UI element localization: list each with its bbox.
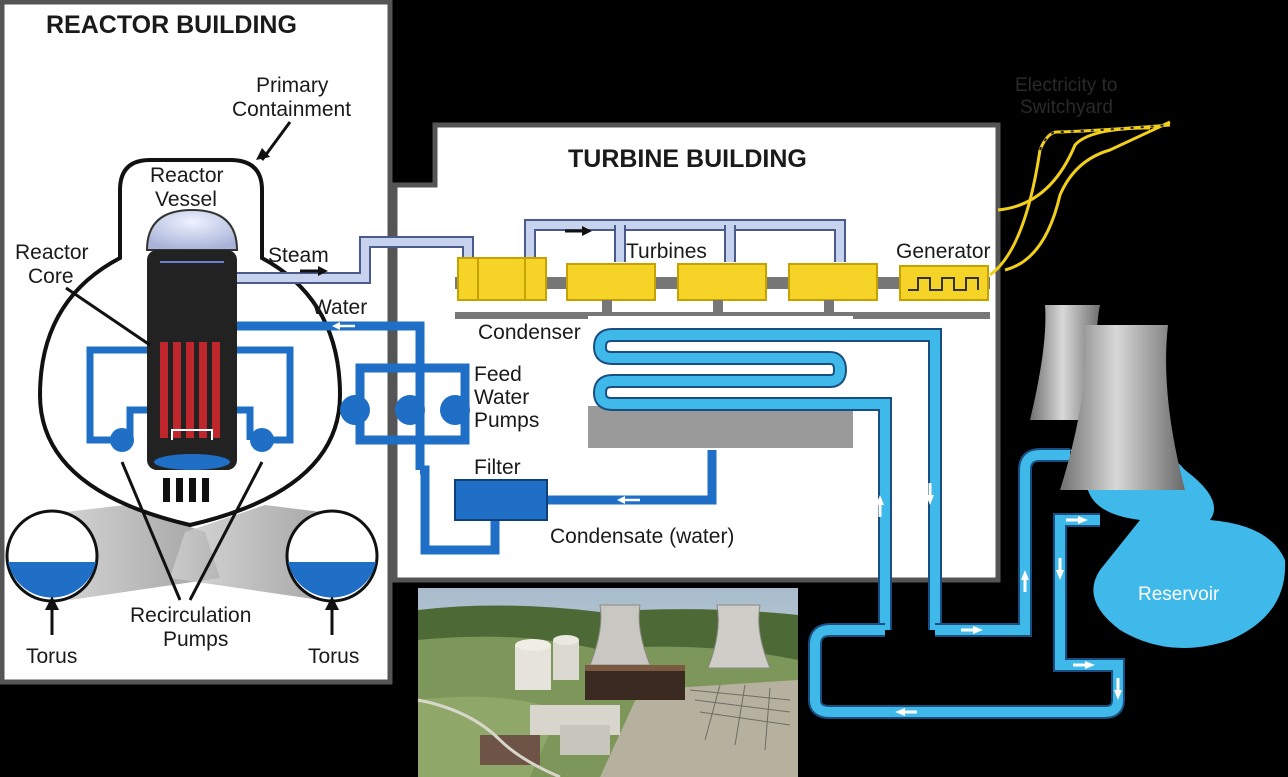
feed-water-pumps-label-2: Water (474, 386, 529, 409)
primary-containment-label-2: Containment (232, 98, 351, 121)
electricity-label-1: Electricity to (1015, 75, 1117, 96)
primary-containment-label-1: Primary (256, 74, 329, 97)
lp-turbine-1 (566, 263, 656, 301)
feed-water-pumps-label-1: Feed (474, 363, 522, 386)
torus-right-label: Torus (308, 645, 359, 668)
recirculation-pump-left (110, 428, 134, 452)
transmission-wires (989, 120, 1171, 277)
electricity-label-2: Switchyard (1020, 97, 1113, 118)
filter-label: Filter (474, 456, 521, 479)
torus-right (285, 509, 379, 603)
filter (454, 479, 548, 521)
water-label: Water (312, 296, 367, 319)
reservoir-label: Reservoir (1138, 584, 1220, 605)
generator (899, 265, 989, 301)
reactor-core-arrow (65, 286, 151, 347)
reactor-vessel-label-1: Reactor (150, 164, 224, 187)
lp-turbine-3 (788, 263, 878, 301)
steam-label: Steam (268, 244, 329, 267)
recirculation-pump-right (250, 428, 274, 452)
turbine-building-title: TURBINE BUILDING (568, 145, 807, 173)
generator-label: Generator (896, 240, 991, 263)
reactor-vessel-dome (145, 208, 239, 251)
cooling-loop (810, 450, 1123, 717)
hp-turbine (457, 257, 547, 301)
condenser-coil (594, 330, 940, 630)
reactor-core-label-2: Core (28, 265, 74, 288)
recirculation-label-2: Pumps (163, 628, 228, 651)
recirculation-arrows (120, 461, 264, 601)
reactor-core-label-1: Reactor (15, 241, 89, 264)
steam-line (237, 238, 472, 282)
flow-arrow-icon (876, 483, 1122, 716)
lp-turbine-2 (677, 263, 767, 301)
turbines-label: Turbines (626, 240, 707, 263)
torus-left-label: Torus (26, 645, 77, 668)
cooling-tower-front-icon (1060, 325, 1185, 490)
reactor-core (157, 340, 227, 440)
photo-plant-icon (417, 588, 798, 777)
feed-water-pumps (340, 395, 470, 425)
control-rod-drives (163, 478, 209, 502)
reservoir (1070, 438, 1286, 648)
feed-water-pumps-label-3: Pumps (474, 409, 539, 432)
reactor-vessel-label-2: Vessel (155, 188, 217, 211)
reactor-building-title: REACTOR BUILDING (46, 11, 297, 39)
condenser-label: Condenser (478, 321, 581, 344)
torus-left (5, 509, 99, 603)
recirculation-label-1: Recirculation (130, 604, 251, 627)
condensate-label: Condensate (water) (550, 525, 734, 548)
